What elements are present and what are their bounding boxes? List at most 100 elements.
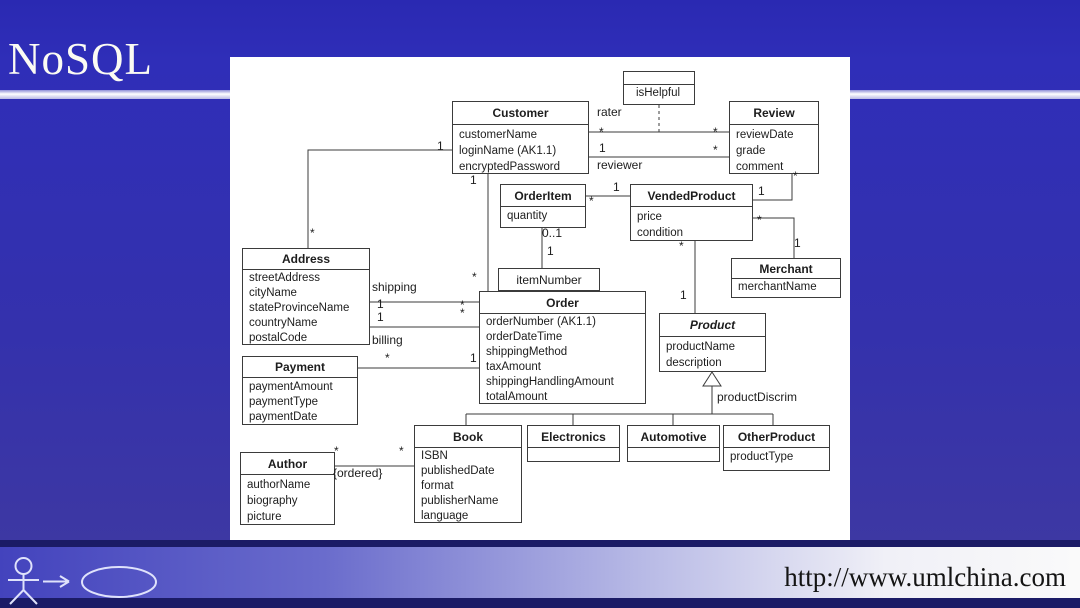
class-attribute: quantity bbox=[507, 210, 548, 222]
class-attribute: language bbox=[421, 510, 469, 522]
mult-billing-address-end: 1 bbox=[377, 310, 384, 324]
class-name-label: Customer bbox=[453, 102, 588, 125]
class-attribute: shippingHandlingAmount bbox=[486, 376, 614, 388]
class-payment: Payment paymentAmount paymentType paymen… bbox=[242, 356, 358, 425]
mult-address-end: * bbox=[310, 226, 315, 240]
class-name-label: OrderItem bbox=[501, 185, 585, 207]
class-name-label: Review bbox=[730, 102, 818, 125]
class-attribute: picture bbox=[247, 511, 282, 523]
mult-reviewer-customer-end: 1 bbox=[599, 141, 606, 155]
class-attribute: biography bbox=[247, 495, 298, 507]
class-attribute: grade bbox=[736, 145, 766, 157]
class-attribute: totalAmount bbox=[486, 391, 548, 403]
class-author: Author authorName biography picture bbox=[240, 452, 335, 525]
assoc-label-billing: billing bbox=[372, 333, 403, 347]
class-name-label: Payment bbox=[243, 357, 357, 378]
class-name-label: Order bbox=[480, 292, 645, 314]
class-attribute: publisherName bbox=[421, 495, 499, 507]
class-customer: Customer customerName loginName (AK1.1) … bbox=[452, 101, 589, 174]
class-vendedproduct: VendedProduct price condition bbox=[630, 184, 753, 241]
class-otherproduct: OtherProduct productType bbox=[723, 425, 830, 471]
actor-icon bbox=[8, 557, 39, 605]
class-merchant: Merchant merchantName bbox=[731, 258, 841, 298]
class-attribute: paymentType bbox=[249, 396, 319, 408]
mult-review-vp-end: 1 bbox=[758, 184, 765, 198]
class-attribute: isHelpful bbox=[635, 87, 681, 99]
class-attribute: merchantName bbox=[738, 281, 817, 293]
footer-top-divider bbox=[0, 540, 1080, 547]
uml-connector-lines bbox=[307, 105, 795, 467]
class-attribute: authorName bbox=[247, 479, 311, 491]
class-review: Review reviewDate grade comment bbox=[729, 101, 819, 174]
mult-shipping-address-end: 1 bbox=[377, 297, 384, 311]
class-attribute: publishedDate bbox=[421, 465, 495, 477]
class-name-label: Automotive bbox=[628, 426, 719, 448]
assoc-vendedproduct-merchant-line bbox=[753, 217, 795, 258]
mult-merchant-end: 1 bbox=[794, 236, 801, 250]
class-attribute: taxAmount bbox=[486, 361, 541, 373]
mult-product-vp-end: * bbox=[679, 239, 684, 253]
mult-reviewer-review-end: * bbox=[713, 143, 718, 157]
mult-payment-order-end: 1 bbox=[470, 351, 477, 365]
constraint-ordered: {ordered} bbox=[333, 466, 383, 480]
class-attribute: countryName bbox=[249, 317, 318, 329]
slide-title: NoSQL bbox=[8, 34, 154, 84]
class-name-label: Electronics bbox=[528, 426, 619, 448]
mult-merchant-vp-end: * bbox=[757, 213, 762, 227]
class-name-label: Product bbox=[660, 314, 765, 337]
assoc-customer-address-line bbox=[307, 149, 452, 248]
assoc-label-rater: rater bbox=[597, 105, 622, 119]
usecase-ellipse-icon bbox=[81, 566, 157, 598]
class-name-label: Merchant bbox=[732, 259, 840, 279]
qualifier-itemnumber: itemNumber bbox=[498, 268, 600, 291]
class-name-label: Address bbox=[243, 249, 369, 270]
class-attribute: price bbox=[637, 211, 662, 223]
class-orderitem: OrderItem quantity bbox=[500, 184, 586, 228]
mult-order-customer-end: 1 bbox=[470, 173, 477, 187]
class-attribute: productName bbox=[666, 341, 736, 353]
mult-qualifier-upper: 0..1 bbox=[542, 226, 563, 240]
label-product-discriminator: productDiscrim bbox=[717, 390, 798, 404]
class-attribute: ISBN bbox=[421, 450, 448, 462]
class-name-label: Author bbox=[241, 453, 334, 475]
mult-rater-customer-end: * bbox=[599, 125, 604, 139]
mult-shipping-order-end: * bbox=[460, 298, 465, 312]
class-order: Order orderNumber (AK1.1) orderDateTime … bbox=[479, 291, 646, 404]
mult-vendedproduct-end: 1 bbox=[613, 180, 620, 194]
usecase-doodle bbox=[8, 557, 157, 605]
assoc-vendedproduct-review-line bbox=[753, 174, 793, 201]
class-attribute: description bbox=[666, 357, 722, 369]
class-attribute: reviewDate bbox=[736, 129, 794, 141]
class-electronics: Electronics bbox=[527, 425, 620, 462]
class-attribute: postalCode bbox=[249, 332, 308, 344]
class-attribute: format bbox=[421, 480, 454, 492]
class-automotive: Automotive bbox=[627, 425, 720, 462]
class-name-label: Book bbox=[415, 426, 521, 448]
arrow-icon bbox=[43, 575, 70, 588]
class-attribute: loginName (AK1.1) bbox=[459, 145, 557, 157]
class-product: Product productName description bbox=[659, 313, 766, 372]
class-attribute: comment bbox=[736, 161, 784, 173]
mult-qualifier-lower: 1 bbox=[547, 244, 554, 258]
footer-bottom-divider bbox=[0, 598, 1080, 608]
class-name-label: OtherProduct bbox=[724, 426, 829, 448]
class-address: Address streetAddress cityName stateProv… bbox=[242, 248, 370, 345]
class-attribute: paymentDate bbox=[249, 411, 318, 423]
mult-review-end: * bbox=[793, 169, 798, 183]
footer-bar bbox=[0, 547, 1080, 598]
mult-rater-review-end: * bbox=[713, 125, 718, 139]
class-name-label bbox=[624, 72, 694, 85]
mult-payment-end: * bbox=[385, 351, 390, 365]
class-attribute: productType bbox=[730, 451, 794, 463]
class-attribute: encryptedPassword bbox=[459, 161, 560, 173]
class-book: Book ISBN publishedDate format publisher… bbox=[414, 425, 522, 523]
class-attribute: orderNumber (AK1.1) bbox=[486, 316, 596, 328]
assoc-class-ishelpful: isHelpful bbox=[623, 71, 695, 105]
footer-url: http://www.umlchina.com bbox=[784, 562, 1066, 592]
class-attribute: orderDateTime bbox=[486, 331, 563, 343]
mult-order-end: * bbox=[472, 270, 477, 284]
mult-author-end: * bbox=[334, 444, 339, 458]
class-attribute: shippingMethod bbox=[486, 346, 568, 358]
uml-diagram-panel: Customer customerName loginName (AK1.1) … bbox=[230, 57, 850, 541]
